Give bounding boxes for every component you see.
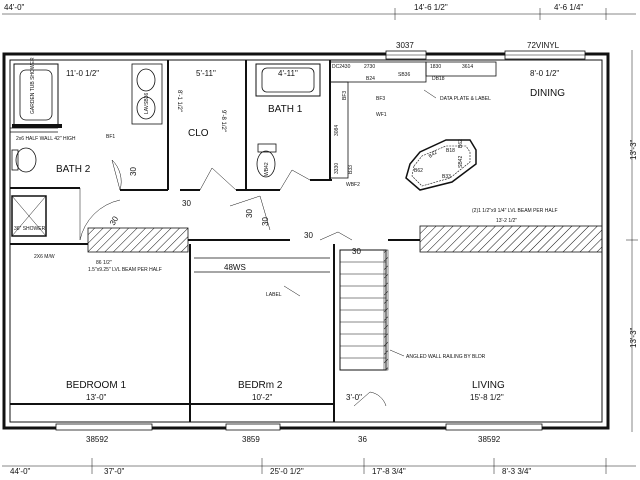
note-label: LABEL <box>266 292 282 298</box>
dim-hall-width: 3'-0" <box>346 393 362 402</box>
interior-walls-upper <box>10 60 497 237</box>
beam-left-len: 86 1/2" <box>96 260 112 266</box>
tag-48ws: 48WS <box>224 263 246 272</box>
cab-bf3-a: BF3 <box>376 96 385 102</box>
cab-b24: B24 <box>366 76 375 82</box>
room-clo: CLO <box>188 128 209 139</box>
cabinet-codes: DC2430 2730 SB36 1830 3614 B24 DB18 BF3 … <box>332 64 473 188</box>
dim-bottom-4: 17'-8 3/4" <box>372 467 406 476</box>
tag-lav: LAVSB36 <box>144 92 150 114</box>
door-30-f: 30 <box>261 217 270 226</box>
bottom-dimensions: 44'-0" 37'-0" 25'-0 1/2" 17'-8 3/4" 8'-3… <box>2 458 636 476</box>
dim-right-lower: 13'-3" <box>629 327 638 348</box>
door-width-labels: 30 30 30 30 30 30 30 <box>108 167 362 256</box>
dim-top-right: 4'-6 1/4" <box>554 3 583 12</box>
note-angled-wall: ANGLED WALL RAILING BY BLDR <box>406 354 486 360</box>
note-shower: 36" SHOWER <box>14 226 46 232</box>
dim-bottom-5: 8'-3 3/4" <box>502 467 531 476</box>
beam-right-note: (2)1 1/2"x9 1/4" LVL BEAM PER HALF <box>472 208 558 214</box>
dim-right-upper: 13'-3" <box>629 139 638 160</box>
cab-dc2430: DC2430 <box>332 64 351 70</box>
dim-vertical-1: 8'-1 1/2" <box>176 90 182 112</box>
cab-3614: 3614 <box>462 64 473 70</box>
cab-b18: B18 <box>446 148 455 154</box>
beam-left-note: 1.5"x9.25" LVL BEAM PER HALF <box>88 267 162 273</box>
interior-walls-lower <box>10 239 420 422</box>
interior-dimensions: 11'-0 1/2" 5'-11" 4'-11" 8'-0 1/2" 8'-1 … <box>66 69 559 402</box>
cab-1830: 1830 <box>430 64 441 70</box>
window-3037-label: 3037 <box>396 41 414 50</box>
door-30-e: 30 <box>352 247 361 256</box>
dim-bed1-width: 13'-0" <box>86 393 107 402</box>
dim-vertical-2: 9'-8 1/2" <box>220 110 226 132</box>
dim-clo-width: 5'-11" <box>196 69 216 78</box>
note-data-plate: DATA PLATE & LABEL <box>440 96 491 102</box>
dim-bottom-3: 25'-0 1/2" <box>270 467 304 476</box>
cab-b62-a: B62 <box>458 139 464 148</box>
annotations: GARDEN TUB SHOWER 2x6 HALF WALL 42" HIGH… <box>14 57 491 360</box>
room-bath2: BATH 2 <box>56 164 91 175</box>
tag-bf1: BF1 <box>106 134 115 140</box>
dim-dining-width: 8'-0 1/2" <box>530 69 559 78</box>
note-garden-tub: GARDEN TUB SHOWER <box>30 57 36 114</box>
door-30-a: 30 <box>129 167 138 176</box>
cab-wf1: WF1 <box>376 112 387 118</box>
top-dimensions: 44'-0" 14'-6 1/2" 4'-6 1/4" <box>2 3 636 20</box>
right-dimensions: 13'-3" 13'-3" <box>626 50 638 432</box>
room-bath1: BATH 1 <box>268 104 303 115</box>
cab-wbf2: WBF2 <box>346 182 360 188</box>
cab-3084: 3084 <box>334 125 340 136</box>
window-72vinyl-label: 72VINYL <box>527 41 560 50</box>
note-half-wall: 2x6 HALF WALL 42" HIGH <box>16 136 76 142</box>
door-30-d: 30 <box>304 231 313 240</box>
fixture-tags: BF1 WB42 48WS LAVSB36 <box>106 92 270 272</box>
room-living: LIVING <box>472 380 505 391</box>
window-38592-left: 38592 <box>86 435 109 444</box>
room-bedroom1: BEDROOM 1 <box>66 380 126 391</box>
cab-b33-island: B33 <box>442 174 451 180</box>
room-labels: DINING BATH 1 BATH 2 CLO BEDROOM 1 BEDRm… <box>56 88 565 391</box>
door-30-g: 30 <box>108 214 121 227</box>
dim-bed2-width: 10'-2" <box>252 393 273 402</box>
door-30-c: 30 <box>245 209 254 218</box>
window-38592-right: 38592 <box>478 435 501 444</box>
window-3859: 3859 <box>242 435 260 444</box>
dim-bottom-2: 37'-0" <box>104 467 125 476</box>
cab-b33: B33 <box>348 165 354 174</box>
dim-bath1-width: 4'-11" <box>278 69 298 78</box>
beams: 86 1/2" 1.5"x9.25" LVL BEAM PER HALF (2)… <box>87 208 603 273</box>
door-30-b: 30 <box>182 199 191 208</box>
window-36: 36 <box>358 435 367 444</box>
tag-wb42: WB42 <box>264 162 270 176</box>
cab-db18: DB18 <box>432 76 445 82</box>
cab-2730: 2730 <box>364 64 375 70</box>
cab-3330: 3330 <box>334 163 340 174</box>
note-stud-wall: 2X6 M/W <box>34 254 55 260</box>
dim-top-mid: 14'-6 1/2" <box>414 3 448 12</box>
beam-right-len: 13'-2 1/2" <box>496 218 517 224</box>
cab-sb42: SB42 <box>458 156 464 168</box>
cab-bf3-b: BF3 <box>342 91 348 100</box>
dim-bath2-width: 11'-0 1/2" <box>66 69 99 78</box>
dim-top-left: 44'-0" <box>4 3 25 12</box>
cab-sb36: SB36 <box>398 72 410 78</box>
cab-b42: B42 <box>428 149 439 159</box>
room-bedroom2: BEDRm 2 <box>238 380 283 391</box>
cab-b62-b: B62 <box>414 168 423 174</box>
bottom-windows: 38592 3859 36 38592 <box>55 423 543 444</box>
top-windows: 3037 72VINYL <box>385 41 586 60</box>
dim-bottom-1: 44'-0" <box>10 467 31 476</box>
dim-living-width: 15'-8 1/2" <box>470 393 504 402</box>
door-swings-upper <box>79 159 353 241</box>
room-dining: DINING <box>530 88 565 99</box>
